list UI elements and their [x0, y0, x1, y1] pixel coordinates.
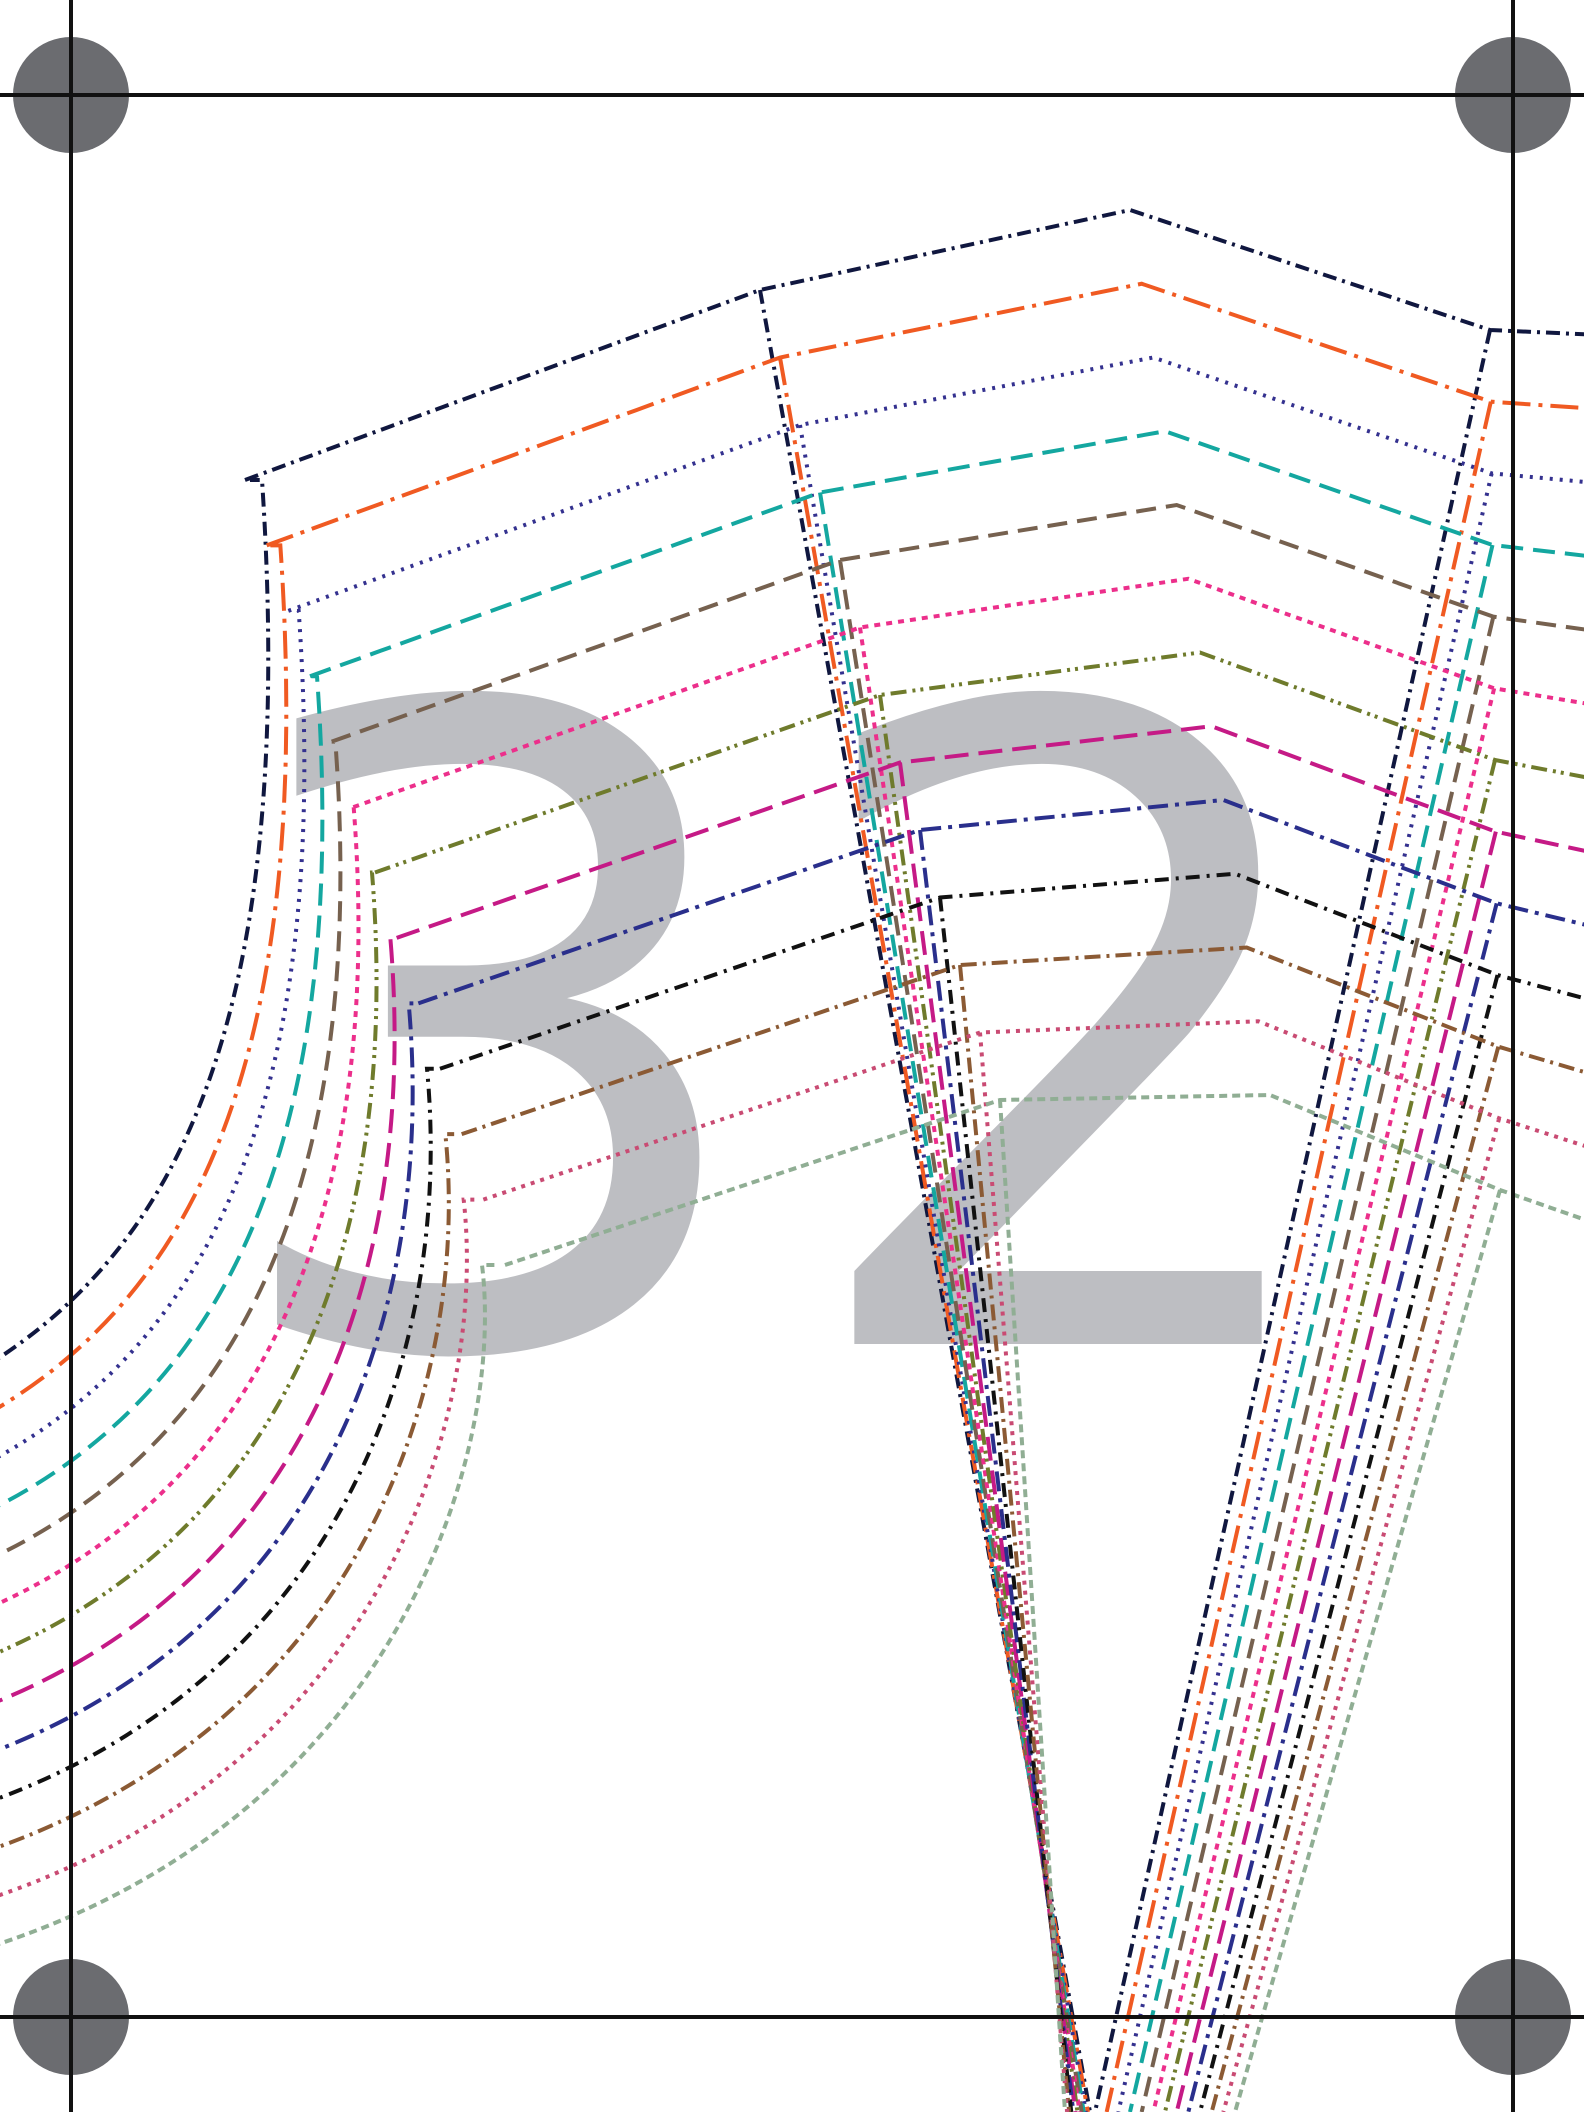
- size-line-10: [0, 871, 1584, 2112]
- size-line-1: [0, 207, 1584, 2112]
- size-line-13: [0, 1092, 1584, 2112]
- size-line-5: [0, 502, 1584, 2112]
- size-line-3: [0, 355, 1584, 2112]
- size-line-9: [0, 797, 1584, 2112]
- size-line-8: [0, 724, 1584, 2112]
- size-line-4: [0, 429, 1584, 2112]
- size-line-2: [0, 281, 1584, 2112]
- registration-crosses: [13, 37, 1571, 2075]
- size-lines: [0, 207, 1584, 2112]
- size-line-7: [0, 650, 1584, 2112]
- page-number: 32: [210, 527, 1370, 1552]
- registration-marks: [13, 37, 1571, 2075]
- size-line-6: [0, 576, 1584, 2112]
- size-line-12: [0, 1019, 1584, 2112]
- size-line-11: [0, 945, 1584, 2112]
